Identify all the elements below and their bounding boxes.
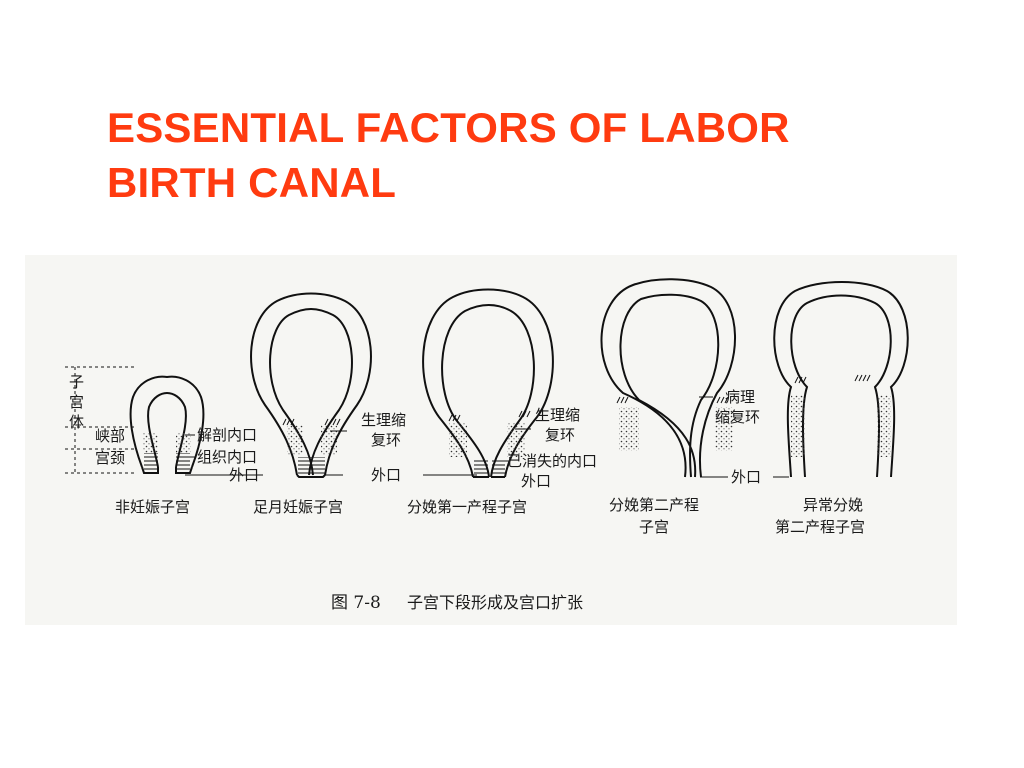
caption-term: 足月妊娠子宫: [253, 498, 343, 516]
label-physio-ring-1a: 生理缩: [361, 411, 406, 429]
figure-number: 图 7-8: [331, 593, 381, 613]
ring-marks: [282, 374, 871, 426]
label-uterine-body-1: 子: [69, 373, 84, 391]
label-physio-ring-2b: 复环: [545, 426, 575, 444]
label-uterine-body: 子 宫 体: [69, 373, 89, 431]
leader-lines: [185, 396, 789, 478]
title-line-2: BIRTH CANAL: [107, 159, 397, 206]
caption-abnormal-2: 第二产程子宫: [775, 518, 865, 536]
diagram-nonpregnant-uterus: [129, 375, 205, 474]
diagram-term-uterus: [250, 292, 372, 478]
label-anatomical-internal-os: 解剖内口: [197, 426, 257, 444]
label-external-os-1: 外口: [229, 466, 259, 484]
label-isthmus: 峡部: [95, 427, 125, 445]
label-pathological-ring-a: 病理: [725, 388, 755, 406]
label-pathological-ring-b: 缩复环: [715, 408, 760, 426]
caption-abnormal-1: 异常分娩: [803, 496, 863, 514]
label-uterine-body-3: 体: [69, 413, 84, 431]
diagram-abnormal-labor-uterus: [773, 281, 909, 478]
label-external-os-3: 外口: [521, 472, 551, 490]
uterus-diagram-figure: 子 宫 体 峡部 宫颈 解剖内口 组织内口 外口 生理缩 复环 外口 生理缩 复…: [25, 255, 957, 625]
caption-first-stage: 分娩第一产程子宫: [407, 498, 527, 516]
label-physio-ring-1b: 复环: [371, 431, 401, 449]
caption-second-stage-1: 分娩第二产程: [609, 496, 699, 514]
slide-title: ESSENTIAL FACTORS OF LABOR BIRTH CANAL: [107, 100, 987, 210]
label-effaced-internal-os: 已消失的内口: [507, 452, 597, 470]
diagram-second-stage-uterus: [600, 278, 736, 478]
caption-second-stage-2: 子宫: [639, 518, 669, 536]
left-bracket-lines: [65, 366, 137, 474]
label-histological-internal-os: 组织内口: [197, 448, 257, 466]
diagram-svg: 子 宫 体 峡部 宫颈 解剖内口 组织内口 外口 生理缩 复环 外口 生理缩 复…: [65, 278, 909, 613]
figure-caption: 子宫下段形成及宫口扩张: [407, 593, 583, 612]
label-physio-ring-2a: 生理缩: [535, 406, 580, 424]
label-external-os-4: 外口: [731, 468, 761, 486]
caption-nonpregnant: 非妊娠子宫: [115, 498, 190, 516]
label-uterine-body-2: 宫: [69, 393, 84, 411]
label-external-os-2: 外口: [371, 466, 401, 484]
title-line-1: ESSENTIAL FACTORS OF LABOR: [107, 104, 790, 151]
label-cervix: 宫颈: [95, 449, 125, 467]
diagram-first-stage-uterus: [422, 288, 554, 478]
